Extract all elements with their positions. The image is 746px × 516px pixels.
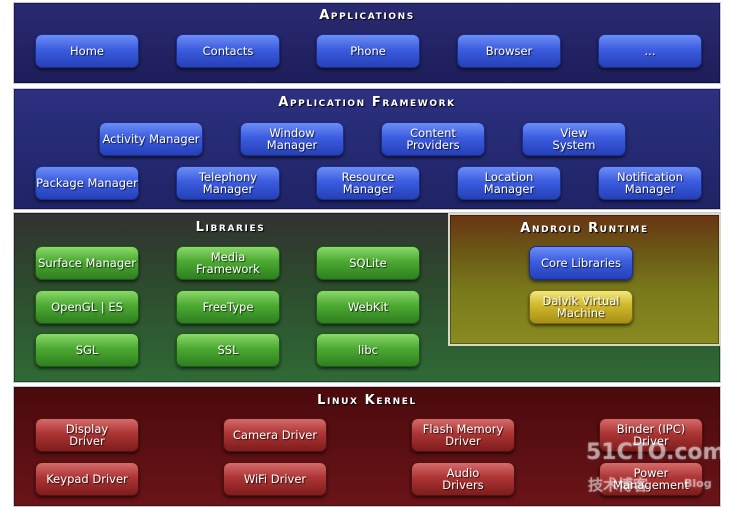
sqlite-button[interactable]: SQLite — [316, 246, 420, 280]
app-phone-button[interactable]: Phone — [316, 34, 420, 68]
display-driver-button[interactable]: Display Driver — [35, 418, 139, 452]
keypad-driver-button[interactable]: Keypad Driver — [35, 462, 139, 496]
package-manager-button[interactable]: Package Manager — [35, 166, 139, 200]
media-framework-button[interactable]: Media Framework — [176, 246, 280, 280]
window-manager-button[interactable]: Window Manager — [240, 122, 344, 156]
surface-manager-button[interactable]: Surface Manager — [35, 246, 139, 280]
freetype-button[interactable]: FreeType — [176, 290, 280, 324]
watermark-site: 51CTO.com — [586, 440, 726, 465]
app-home-button[interactable]: Home — [35, 34, 139, 68]
framework-title: Application Framework — [278, 95, 456, 110]
watermark-suffix: Blog — [684, 477, 712, 490]
location-manager-button[interactable]: Location Manager — [457, 166, 561, 200]
watermark-tagline: 技术博客 — [588, 476, 649, 494]
content-providers-button[interactable]: Content Providers — [381, 122, 485, 156]
core-libraries-button[interactable]: Core Libraries — [529, 246, 633, 280]
audio-drivers-button[interactable]: Audio Drivers — [411, 462, 515, 496]
activity-manager-button[interactable]: Activity Manager — [99, 122, 203, 156]
libc-button[interactable]: libc — [316, 333, 420, 367]
android-runtime-title: Android Runtime — [520, 221, 649, 236]
wifi-driver-button[interactable]: WiFi Driver — [223, 462, 327, 496]
opengl-es-button[interactable]: OpenGL | ES — [35, 290, 139, 324]
resource-manager-button[interactable]: Resource Manager — [316, 166, 420, 200]
libraries-title: Libraries — [195, 220, 266, 235]
app-more-button[interactable]: ... — [598, 34, 702, 68]
app-browser-button[interactable]: Browser — [457, 34, 561, 68]
view-system-button[interactable]: View System — [522, 122, 626, 156]
power-management-button[interactable]: Power Management — [599, 462, 703, 496]
camera-driver-button[interactable]: Camera Driver — [223, 418, 327, 452]
dalvik-vm-button[interactable]: Dalvik Virtual Machine — [529, 290, 633, 324]
ssl-button[interactable]: SSL — [176, 333, 280, 367]
webkit-button[interactable]: WebKit — [316, 290, 420, 324]
notification-manager-button[interactable]: Notification Manager — [598, 166, 702, 200]
flash-memory-driver-button[interactable]: Flash Memory Driver — [411, 418, 515, 452]
sgl-button[interactable]: SGL — [35, 333, 139, 367]
linux-kernel-title: Linux Kernel — [317, 393, 417, 408]
app-contacts-button[interactable]: Contacts — [176, 34, 280, 68]
applications-title: Applications — [319, 8, 415, 23]
binder-ipc-driver-button[interactable]: Binder (IPC) Driver — [599, 418, 703, 452]
telephony-manager-button[interactable]: Telephony Manager — [176, 166, 280, 200]
